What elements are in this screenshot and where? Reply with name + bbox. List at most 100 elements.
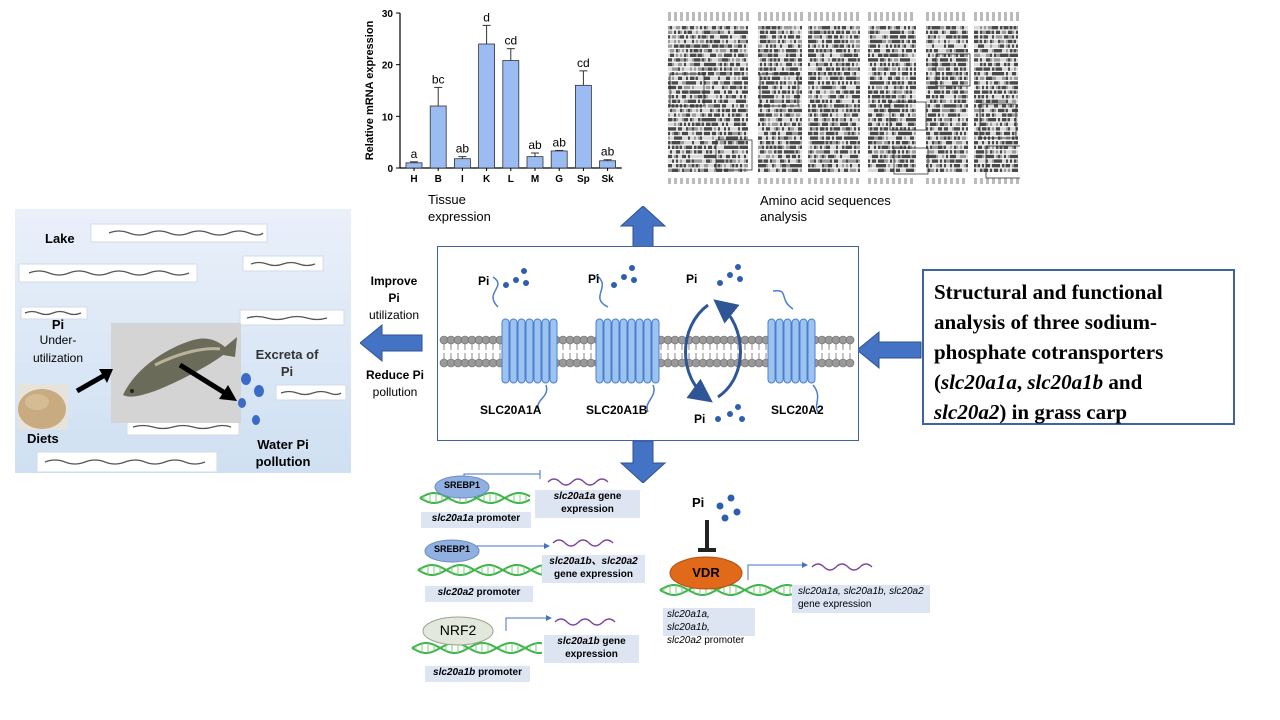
r2-promoter-box: slc20a2 promoter (425, 586, 533, 602)
improve-label-2: Pi (388, 291, 400, 305)
title-to-membrane-arrow (857, 330, 922, 370)
lake-waves (18, 223, 347, 473)
reduce-label-1: Reduce Pi (365, 368, 425, 382)
title-paren: ( (934, 370, 941, 394)
bar (550, 150, 568, 169)
srebp1-label-1: SREBP1 (443, 480, 480, 490)
vdr-prom-2-suffix: promoter (701, 635, 745, 646)
sig-letter: bc (432, 72, 445, 86)
bar (599, 160, 617, 169)
slc20a2-transporter (767, 318, 816, 384)
r3-promoter-box: slc20a1b promoter (425, 666, 530, 682)
excreta-label-1: Excreta of (255, 347, 319, 362)
r3-gene-suffix: gene (599, 636, 626, 647)
x-tick-label: G (555, 174, 563, 185)
slc20a2-label: SLC20A2 (771, 403, 824, 417)
r1-gene-box: slc20a1a gene expression (535, 490, 640, 518)
vdr-expr: gene expression (798, 599, 872, 610)
title-sep: , (1016, 370, 1028, 394)
excreta-label-2: Pi (280, 364, 294, 379)
alignment-caption-1: Amino acid sequences (760, 193, 891, 208)
y-tick-label: 0 (387, 164, 393, 175)
sig-letter: d (483, 10, 490, 24)
pi-label-3: Pi (686, 272, 698, 286)
vdr-label: VDR (692, 565, 720, 580)
vdr-promoter-box: slc20a1a, slc20a1b, slc20a2 promoter (663, 608, 755, 646)
y-axis-label: Relative mRNA expression (364, 20, 376, 160)
bar (574, 84, 592, 169)
r3-prom-suffix: promoter (475, 667, 522, 678)
sequence-alignment-image (668, 12, 1020, 184)
sig-letter: ab (601, 145, 615, 159)
nrf2-label: NRF2 (439, 622, 477, 638)
under-label-1: Under- (39, 333, 77, 347)
r3-prom-gene: slc20a1b (433, 667, 476, 678)
title-and: and (1103, 370, 1143, 394)
cycle-arrow-right (713, 299, 742, 399)
sig-letter: cd (577, 56, 590, 70)
srebp1-label-2: SREBP1 (433, 544, 470, 554)
sig-letter: ab (528, 138, 542, 152)
membrane-diagram (439, 264, 855, 422)
title-line-1: Structural and functional (934, 280, 1163, 304)
improve-label-1: Improve (370, 274, 418, 288)
water-label-2: pollution (255, 454, 311, 469)
bar (405, 162, 423, 169)
r2-gene: slc20a1b、slc20a2 (549, 556, 638, 567)
reduce-label-2: pollution (372, 385, 418, 399)
title-box: Structural and functional analysis of th… (922, 269, 1235, 425)
pi-label-1: Pi (478, 274, 490, 288)
alignment-caption-2: analysis (760, 209, 807, 224)
x-tick-label: L (508, 174, 514, 185)
r2-expr: gene expression (554, 569, 633, 580)
r1-expr: expression (561, 504, 614, 515)
chart-caption-2: expression (428, 209, 491, 224)
pi-label-2: Pi (588, 272, 600, 286)
under-label-2: utilization (32, 351, 84, 365)
sig-letter: a (411, 147, 418, 161)
improve-label-3: utilization (368, 308, 420, 322)
chart-caption-1: Tissue (428, 192, 466, 207)
y-tick-label: 10 (382, 112, 394, 123)
y-tick-label: 20 (382, 61, 394, 72)
title-line-3: phosphate cotransporters (934, 340, 1164, 364)
x-tick-label: Sp (577, 174, 590, 185)
pi-vdr-label: Pi (692, 495, 705, 510)
up-arrow (619, 206, 667, 248)
sig-letter: cd (504, 34, 517, 48)
r1-gene: slc20a1a (553, 491, 596, 502)
title-gene-1: slc20a1a (941, 370, 1017, 394)
r1-promoter-box: slc20a1a promoter (421, 512, 531, 528)
pi-left-label: Pi (51, 317, 65, 332)
diets-label: Diets (27, 431, 59, 446)
r1-gene-suffix: gene (595, 491, 622, 502)
cycle-arrow-left (684, 303, 713, 403)
sig-letter: ab (553, 135, 567, 149)
title-line-2: analysis of three sodium- (934, 310, 1158, 334)
y-tick-label: 30 (382, 9, 394, 20)
pi-label-4: Pi (694, 412, 706, 426)
title-gene-3: slc20a2 (934, 400, 1000, 424)
slc20a1a-transporter (501, 318, 558, 384)
vdr-gene-box: slc20a1a, slc20a1b, slc20a2 gene expressi… (792, 585, 930, 613)
vdr-prom-1: slc20a1a, slc20a1b, (667, 609, 710, 633)
vdr-gene: slc20a1a, slc20a1b, slc20a2 (798, 586, 924, 597)
lake-panel: Lake Pi Under- utilization Diets Excreta… (15, 209, 351, 473)
title-rest: ) in grass carp (999, 400, 1128, 424)
down-arrow (619, 441, 667, 483)
r3-expr: expression (565, 649, 618, 660)
x-tick-label: B (435, 174, 442, 185)
regulation-diagram (411, 470, 873, 655)
sig-letter: ab (456, 142, 470, 156)
slc20a1b-transporter (595, 318, 660, 384)
vdr-prom-2-gene: slc20a2 (667, 635, 702, 646)
slc20a1a-label: SLC20A1A (480, 403, 542, 417)
bar (429, 105, 447, 169)
left-arrow (360, 323, 423, 363)
r2-prom-gene: slc20a2 (437, 587, 474, 598)
bar (526, 156, 544, 169)
bar (502, 60, 520, 169)
water-label-1: Water Pi (257, 437, 309, 452)
